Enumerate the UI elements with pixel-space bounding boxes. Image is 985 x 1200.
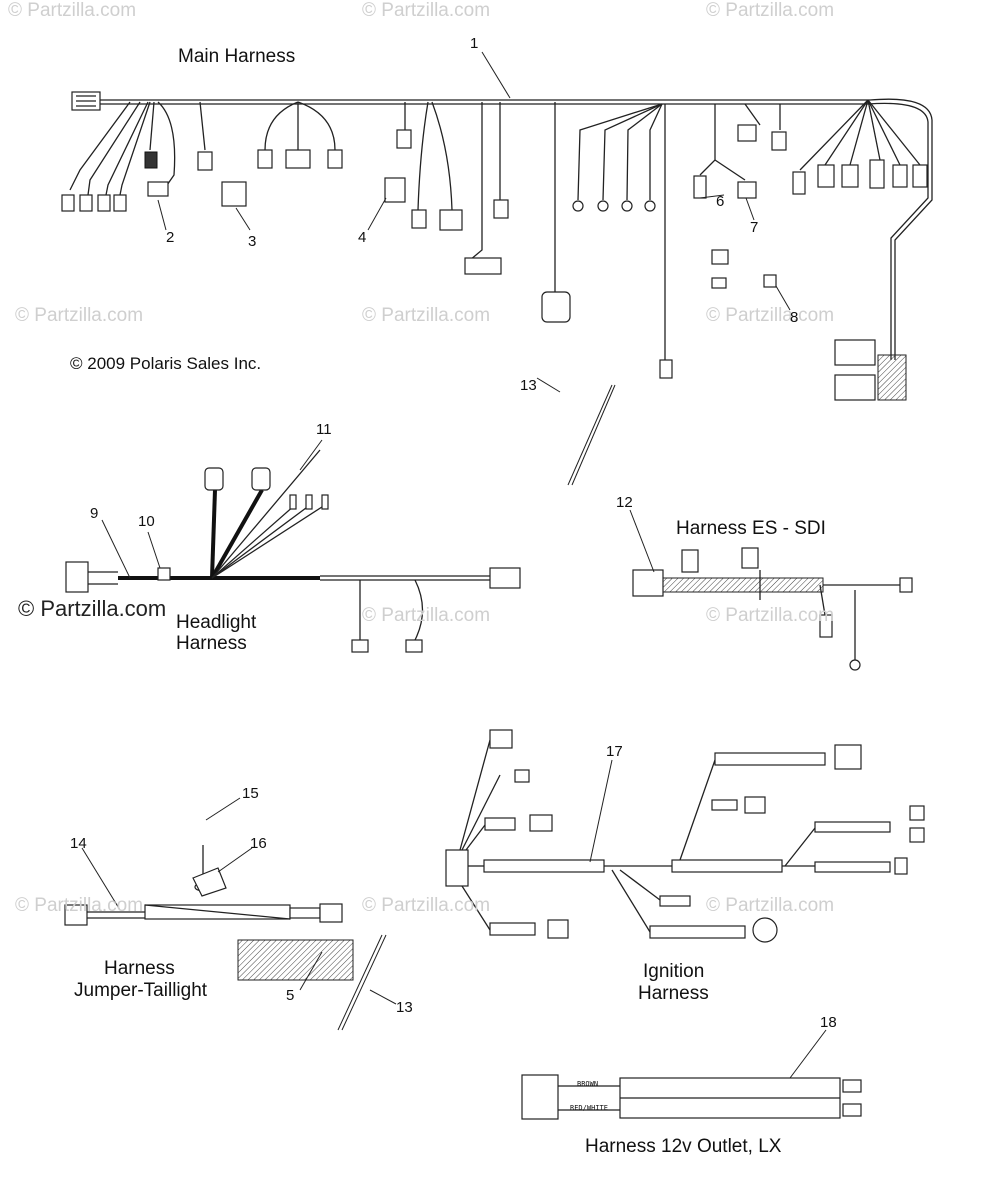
callout-16: 16 (250, 835, 267, 852)
watermark-strong: © Partzilla.com (18, 596, 167, 621)
es-sdi-harness (632, 547, 913, 671)
copyright-text: © 2009 Polaris Sales Inc. (70, 354, 262, 373)
callout-4: 4 (358, 229, 367, 246)
tape-5 (237, 939, 354, 981)
watermark: © Partzilla.com (15, 895, 144, 916)
title-es-sdi: Harness ES - SDI (676, 518, 826, 539)
title-ignition-line1: Ignition (643, 961, 705, 982)
watermark: © Partzilla.com (362, 0, 491, 21)
harness-tube-13a (567, 384, 613, 486)
watermark: © Partzilla.com (706, 305, 835, 326)
ignition-harness (445, 729, 925, 943)
watermark: © Partzilla.com (362, 895, 491, 916)
callout-11: 11 (316, 421, 332, 438)
callout-13-lower: 13 (396, 999, 413, 1016)
callout-8: 8 (790, 309, 799, 326)
callout-leaders (81, 51, 827, 1079)
jumper-taillight-harness (64, 845, 387, 1031)
callout-17: 17 (606, 743, 623, 760)
title-headlight-line2: Harness (176, 633, 247, 654)
title-headlight-line1: Headlight (176, 612, 257, 633)
watermark: © Partzilla.com (8, 0, 137, 21)
large-round-connector (541, 291, 571, 323)
callout-1: 1 (470, 35, 479, 52)
callout-10: 10 (138, 513, 155, 530)
watermark: © Partzilla.com (706, 0, 835, 21)
callout-2: 2 (166, 229, 175, 246)
title-main-harness: Main Harness (178, 46, 296, 67)
main-harness (61, 91, 933, 401)
watermark: © Partzilla.com (15, 305, 144, 326)
watermark: © Partzilla.com (706, 605, 835, 626)
headlight-harness (65, 449, 521, 653)
watermark: © Partzilla.com (362, 305, 491, 326)
title-ignition-line2: Harness (638, 983, 709, 1004)
fuse-box (877, 354, 907, 401)
callout-6: 6 (716, 193, 725, 210)
callout-15: 15 (242, 785, 259, 802)
callout-13-upper: 13 (520, 377, 537, 394)
watermark: © Partzilla.com (362, 605, 491, 626)
callout-7: 7 (750, 219, 759, 236)
callout-5: 5 (286, 987, 295, 1004)
callout-3: 3 (248, 233, 257, 250)
relay (221, 181, 247, 207)
title-12v-outlet: Harness 12v Outlet, LX (585, 1136, 782, 1157)
callout-18: 18 (820, 1014, 837, 1031)
callout-14: 14 (70, 835, 87, 852)
wire-label-brown: BROWN (577, 1080, 599, 1088)
watermark: © Partzilla.com (706, 895, 835, 916)
title-jumper-line1: Harness (104, 958, 175, 979)
title-jumper-line2: Jumper-Taillight (74, 980, 208, 1001)
wire-label-red-white: RED/WHITE (570, 1104, 608, 1112)
outlet-harness (521, 1074, 862, 1120)
callout-12: 12 (616, 494, 633, 511)
callout-9: 9 (90, 505, 99, 522)
